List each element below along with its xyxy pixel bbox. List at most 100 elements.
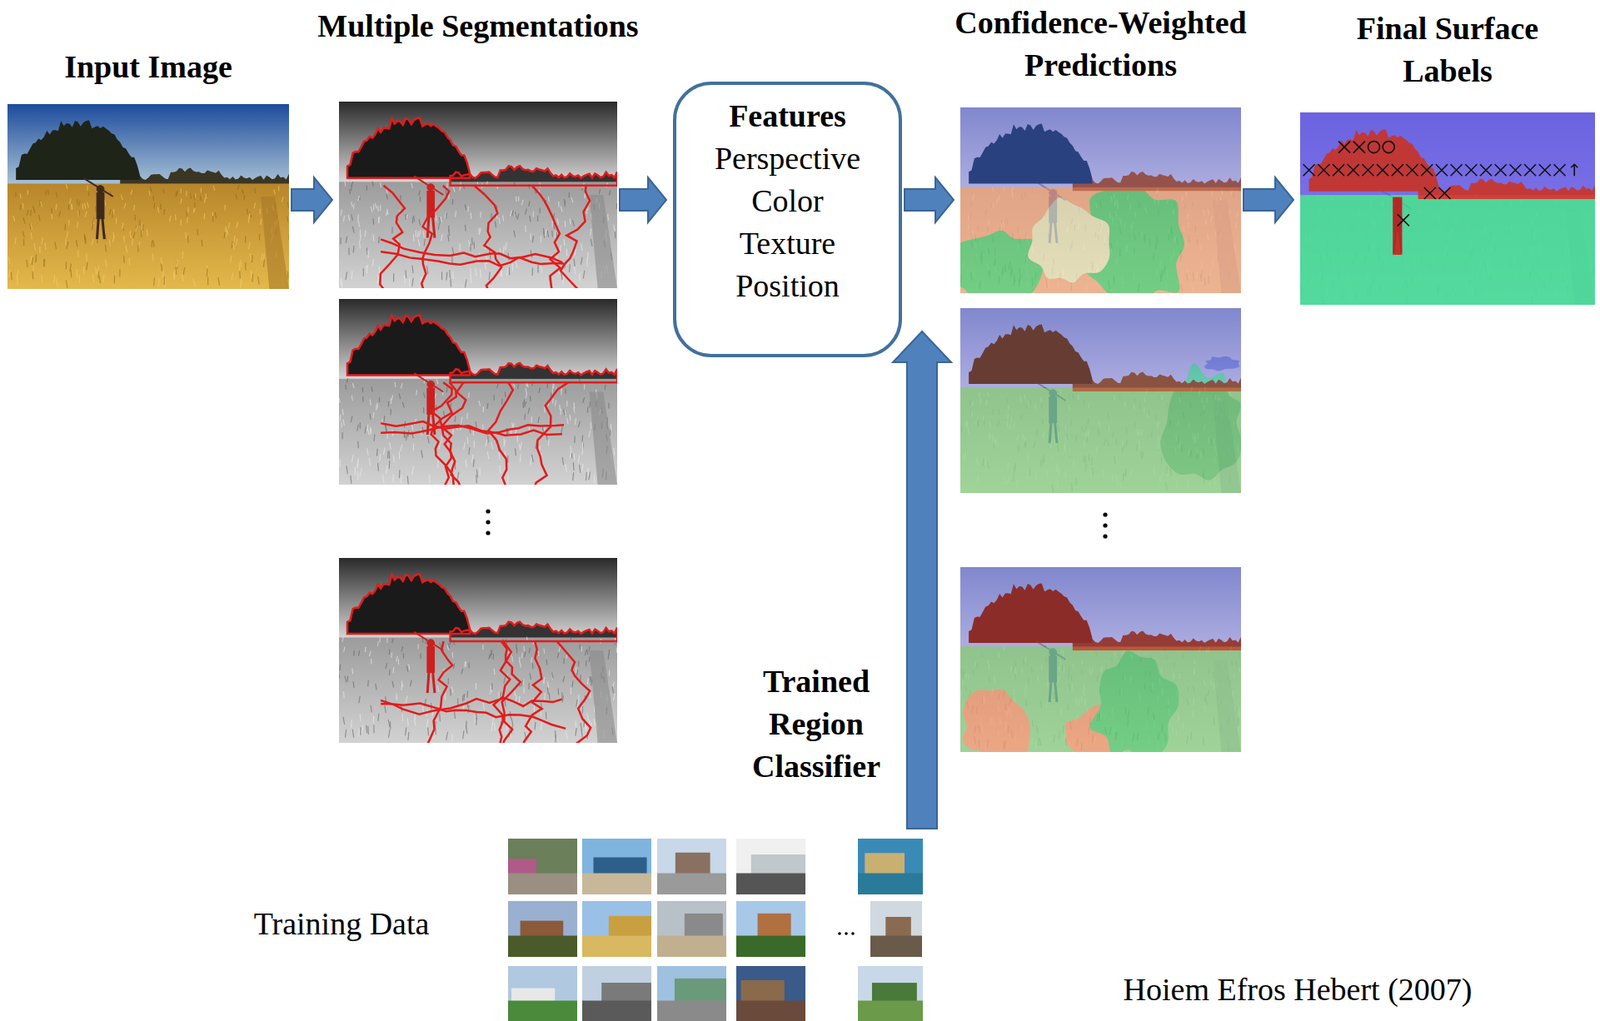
field-stroke xyxy=(151,240,154,248)
field-stroke xyxy=(386,209,389,215)
field-stroke xyxy=(551,388,553,394)
field-stroke xyxy=(518,696,521,703)
field-stroke xyxy=(578,455,580,464)
field-stroke xyxy=(164,209,165,215)
field-stroke xyxy=(547,230,549,238)
field-stroke xyxy=(554,400,557,407)
field-stroke xyxy=(464,204,466,210)
field-stroke xyxy=(113,232,115,240)
field-stroke xyxy=(40,274,43,284)
field-stroke xyxy=(560,205,563,212)
field-stroke xyxy=(77,249,79,258)
field-stroke xyxy=(388,451,390,459)
field-stroke xyxy=(412,265,414,274)
field-stroke xyxy=(224,204,226,211)
field-stroke xyxy=(180,198,182,204)
ground-patch xyxy=(1195,190,1242,294)
field-stroke xyxy=(359,713,362,722)
field-stroke xyxy=(87,202,90,209)
field-stroke xyxy=(462,694,464,702)
field-stroke xyxy=(239,263,240,271)
field-stroke xyxy=(362,396,364,403)
sky xyxy=(960,107,1242,194)
field-stroke xyxy=(54,242,57,250)
field-stroke xyxy=(498,217,501,224)
field-stroke xyxy=(251,274,254,283)
field-stroke xyxy=(438,217,440,224)
field-stroke xyxy=(563,657,564,664)
field-stroke xyxy=(497,383,499,389)
field-stroke xyxy=(466,413,469,419)
field-stroke xyxy=(569,450,571,459)
field-stroke xyxy=(214,212,216,219)
field-stroke xyxy=(421,450,424,459)
segment-boundary xyxy=(560,185,590,289)
field-stroke xyxy=(441,271,443,280)
field-stroke xyxy=(342,408,344,415)
field-stroke xyxy=(226,228,229,235)
field-stroke xyxy=(31,271,34,280)
field-stroke xyxy=(419,196,421,202)
field-stroke xyxy=(368,428,371,436)
ground-patch xyxy=(1089,651,1179,753)
segment-boundary xyxy=(473,185,502,289)
scene-image xyxy=(338,101,618,289)
field-stroke xyxy=(233,242,235,250)
tree-overlay xyxy=(1072,171,1242,191)
field-stroke xyxy=(575,727,577,737)
field-stroke xyxy=(26,209,29,216)
field-stroke xyxy=(379,204,381,211)
field-stroke xyxy=(376,448,379,457)
field-stroke xyxy=(26,259,28,268)
field-stroke xyxy=(412,217,414,224)
field-stroke xyxy=(408,664,410,671)
field-stroke xyxy=(586,258,589,266)
field-stroke xyxy=(514,210,517,217)
field-stroke xyxy=(563,676,565,683)
field-stroke xyxy=(368,458,370,466)
field-stroke xyxy=(451,652,454,658)
field-stroke xyxy=(135,226,138,234)
field-stroke xyxy=(193,278,195,287)
field-stroke xyxy=(367,726,369,735)
field-stroke xyxy=(237,184,240,190)
sky xyxy=(7,104,290,190)
field-stroke xyxy=(357,441,359,449)
field-stroke xyxy=(185,190,187,196)
field-stroke xyxy=(391,394,394,400)
field-stroke xyxy=(470,213,473,220)
field-stroke xyxy=(392,681,394,688)
field-stroke xyxy=(390,652,393,658)
segment-boundary xyxy=(450,622,618,642)
farmer-figure xyxy=(413,373,444,435)
field-stroke xyxy=(183,267,185,275)
field-stroke xyxy=(565,731,568,740)
field-stroke xyxy=(351,667,354,674)
field-stroke xyxy=(613,448,615,456)
field-stroke xyxy=(186,216,189,223)
field-stroke xyxy=(248,242,250,250)
field-stroke xyxy=(75,239,77,247)
field-stroke xyxy=(490,649,493,655)
field-stroke xyxy=(563,239,566,246)
field-stroke xyxy=(91,224,94,231)
field-stroke xyxy=(351,395,354,402)
field-stroke xyxy=(451,686,454,693)
field-stroke xyxy=(263,259,265,268)
field-stroke xyxy=(503,245,504,254)
field-stroke xyxy=(224,225,227,233)
field-stroke xyxy=(488,653,490,659)
field-stroke xyxy=(27,189,29,195)
field-stroke xyxy=(39,246,41,254)
field-stroke xyxy=(95,267,97,275)
field-stroke xyxy=(479,269,482,278)
field-stroke xyxy=(76,221,78,228)
field-stroke xyxy=(564,388,566,394)
field-stroke xyxy=(370,658,372,665)
field-stroke xyxy=(511,717,514,726)
field-stroke xyxy=(16,269,19,279)
field-stroke xyxy=(407,717,409,726)
field-stroke xyxy=(14,191,17,197)
path-strip xyxy=(589,392,618,486)
field-stroke xyxy=(66,241,69,249)
